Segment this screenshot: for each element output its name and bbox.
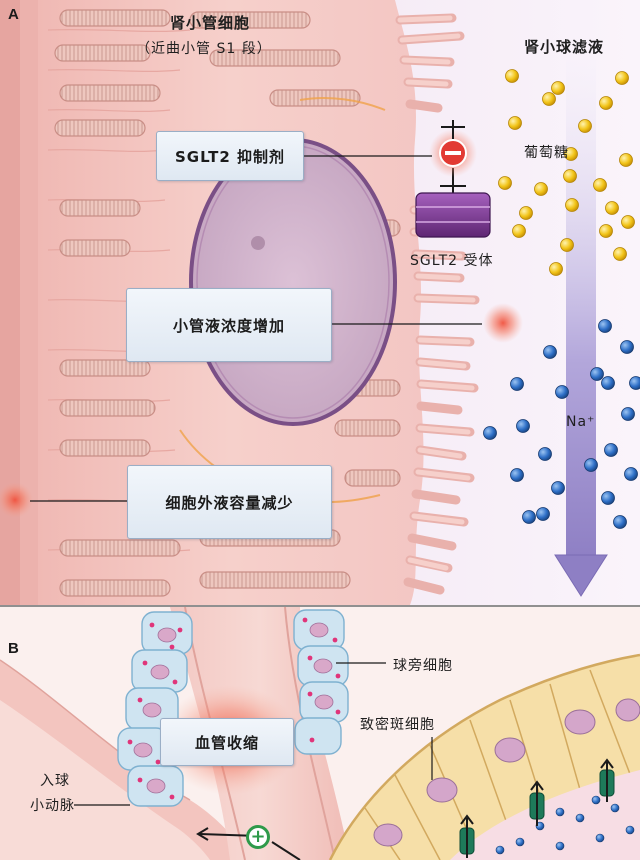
callout-sglt2-inhibitor: SGLT2 抑制剂 [156,131,304,181]
callout-tubular-concentration: 小管液浓度增加 [126,288,332,362]
panel-b-letter: B [8,640,19,657]
plus-symbol: + [250,826,266,847]
macula-densa-label: 致密斑细胞 [360,717,435,733]
panel-b-art [0,606,640,860]
filtrate-title: 肾小球滤液 [524,38,605,56]
afferent-label-line1: 入球 [40,773,70,789]
sglt2-inhibitor-symbol [429,120,477,177]
panel-a-art [0,0,640,605]
afferent-label-line2: 小动脉 [30,798,75,814]
receptor-label: SGLT2 受体 [410,253,494,269]
glucose-label: 葡萄糖 [524,145,569,161]
glucose-molecules [498,69,635,276]
callout-vasoconstriction: 血管收缩 [160,718,294,766]
sodium-label: Na⁺ [566,414,596,430]
panel-a-letter: A [8,6,19,23]
juxtaglomerular-label: 球旁细胞 [393,658,453,674]
cell-title: 肾小管细胞 [170,14,251,32]
callout-ecv-reduction: 细胞外液容量减少 [127,465,332,539]
sglt2-receptor [415,168,491,238]
plus-icon: + [246,825,270,849]
sodium-ions [483,319,640,529]
cell-subtitle: （近曲小管 S1 段） [136,41,272,57]
